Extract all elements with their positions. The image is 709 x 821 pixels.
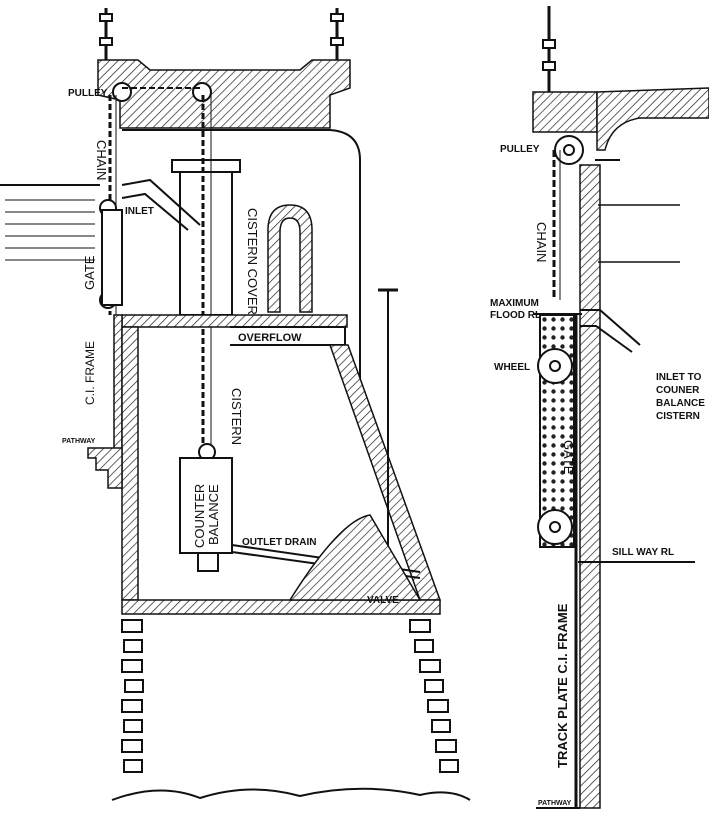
label-cistern-cover: CISTERN COVER bbox=[245, 208, 260, 315]
label-wheel: WHEEL bbox=[494, 362, 530, 373]
overflow-channel bbox=[230, 326, 346, 346]
label-inlet-4: CISTERN bbox=[656, 411, 700, 422]
water-lines bbox=[0, 184, 100, 261]
right-inlet-pipe bbox=[580, 309, 641, 353]
label-overflow: OVERFLOW bbox=[238, 332, 302, 344]
cistern-floor bbox=[121, 599, 441, 615]
label-right-pulley: PULLEY bbox=[500, 144, 540, 155]
cistern-cover-cylinder bbox=[179, 169, 233, 316]
label-sill-way: SILL WAY RL bbox=[612, 547, 674, 558]
label-right-gate: GATE bbox=[561, 440, 576, 475]
drain-fill bbox=[288, 514, 422, 601]
label-outlet-drain: OUTLET DRAIN bbox=[242, 537, 316, 548]
label-flood-rl: FLOOD RL bbox=[490, 310, 541, 321]
counter-balance-block bbox=[179, 457, 233, 554]
label-inlet-2: COUNER bbox=[656, 385, 700, 396]
label-inlet-3: BALANCE bbox=[656, 398, 705, 409]
ci-frame-wall bbox=[113, 314, 123, 451]
label-maximum: MAXIMUM bbox=[490, 298, 539, 309]
gate-leaf bbox=[101, 209, 123, 306]
label-pulley: PULLEY bbox=[68, 88, 108, 99]
label-track-plate: TRACK PLATE C.I. FRAME bbox=[555, 603, 570, 768]
left-spindle-1 bbox=[99, 8, 113, 60]
foundation-stones bbox=[121, 619, 459, 773]
tower-outline bbox=[122, 129, 361, 420]
label-ci-frame: C.I. FRAME bbox=[83, 341, 97, 405]
label-balance: BALANCE bbox=[206, 484, 221, 545]
label-cistern: CISTERN bbox=[229, 388, 244, 445]
right-section: PULLEY CHAIN MAXIMUM FLOOD RL WHEEL INLE… bbox=[490, 6, 709, 809]
label-inlet-1: INLET TO bbox=[656, 372, 702, 383]
label-counter: COUNTER bbox=[192, 484, 207, 548]
label-valve: VALVE bbox=[367, 595, 399, 606]
arch-window bbox=[267, 204, 313, 313]
left-spindle-2 bbox=[330, 8, 344, 60]
label-gate: GATE bbox=[82, 255, 97, 290]
label-chain: CHAIN bbox=[94, 140, 109, 180]
label-pathway: PATHWAY bbox=[62, 438, 96, 445]
label-inlet: INLET bbox=[125, 206, 154, 217]
right-deck bbox=[596, 87, 709, 151]
label-right-pathway: PATHWAY bbox=[538, 800, 572, 807]
top-beam bbox=[97, 59, 351, 129]
ground-line bbox=[111, 787, 471, 801]
left-elevation: PULLEY CHAIN INLET GATE C.I. FRAME PATHW… bbox=[0, 8, 471, 801]
inlet-pipe bbox=[121, 178, 201, 231]
right-head-block bbox=[532, 91, 598, 133]
label-right-chain: CHAIN bbox=[534, 222, 549, 262]
cistern-walls bbox=[121, 326, 139, 601]
cistern-slab bbox=[121, 314, 348, 328]
right-wall bbox=[579, 164, 601, 809]
pathway-step bbox=[87, 447, 123, 489]
